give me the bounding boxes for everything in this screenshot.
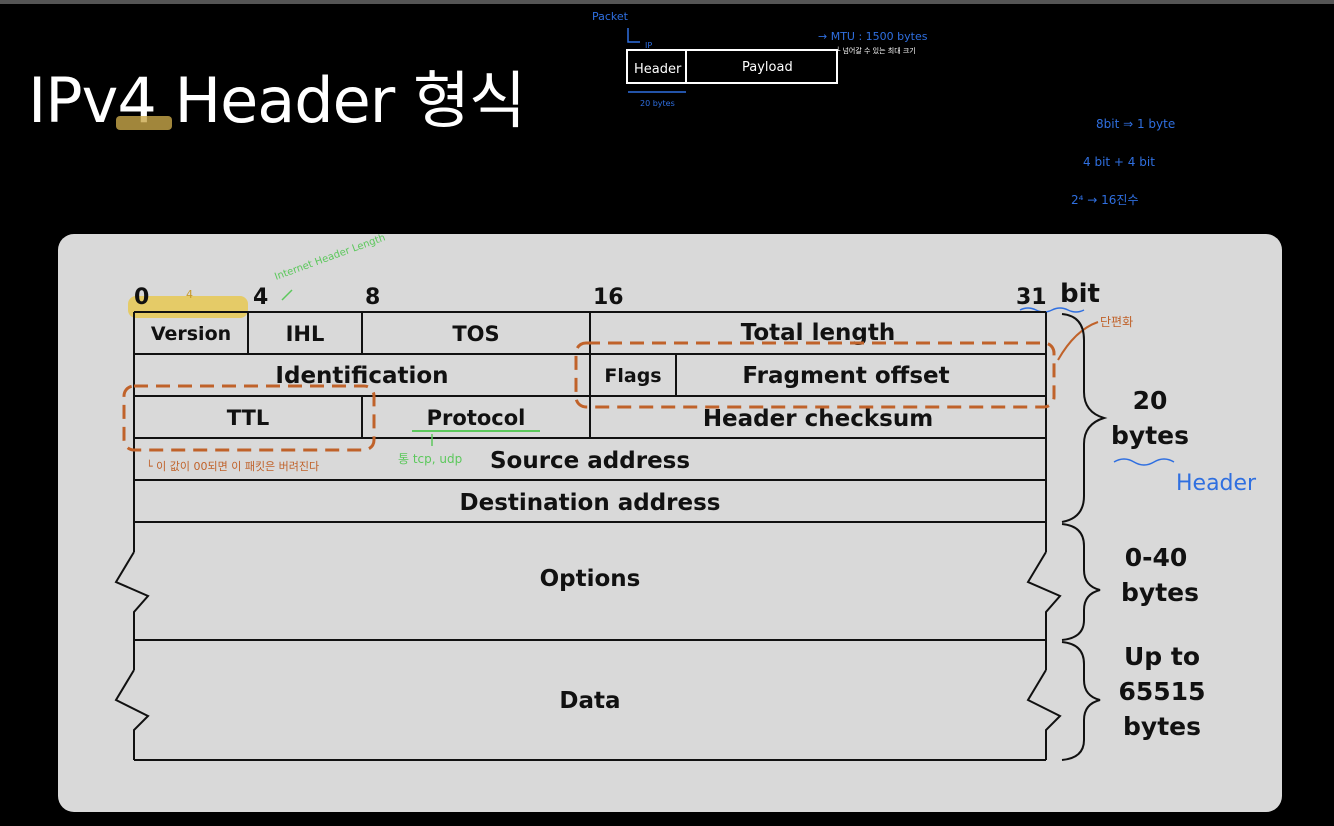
size-braces (1061, 313, 1108, 761)
sketch-header: Header (634, 62, 682, 77)
field-ihl: IHL (286, 322, 325, 346)
ttl-box (122, 384, 376, 452)
field-header-checksum: Header checksum (703, 406, 933, 432)
data-size-l2: 65515 (1119, 677, 1206, 706)
sketch-packet: Packet (592, 10, 629, 23)
bit-tick-0: 0 (134, 285, 149, 310)
header-size-unit: bytes (1111, 421, 1189, 450)
field-flags: Flags (604, 365, 661, 387)
fragment-group-box (574, 341, 1056, 409)
title-text: IPv4 Header 형식 (28, 64, 526, 137)
ihl-note-text: Internet Header Length (273, 232, 387, 282)
bit-tick-16: 16 (593, 285, 624, 310)
data-size-l3: bytes (1123, 712, 1201, 741)
field-data: Data (559, 688, 620, 714)
frag-note: 단편화 (1100, 315, 1133, 329)
sketch-bits2: 4 bit + 4 bit (1083, 155, 1155, 169)
sketch-size: 20 bytes (640, 99, 675, 108)
field-ttl: TTL (227, 406, 270, 430)
sketch-bits1: 8bit ⇒ 1 byte (1096, 117, 1175, 131)
top-border (0, 0, 1334, 4)
field-source-address: Source address (490, 448, 690, 474)
field-options: Options (540, 566, 641, 592)
field-destination-address: Destination address (460, 490, 721, 516)
bit-unit: bit (1060, 279, 1100, 309)
bit-four-note: 4 (186, 288, 193, 301)
field-version: Version (151, 323, 231, 345)
sketch-ip: IP (645, 41, 652, 50)
options-size-num: 0-40 (1125, 543, 1188, 572)
packet-sketch: Packet IP Header Payload 20 bytes → MTU … (592, 10, 1175, 207)
header-size-num: 20 (1133, 386, 1168, 415)
header-note: Header (1176, 471, 1257, 496)
bit-tick-8: 8 (365, 285, 380, 310)
title-highlight (116, 116, 172, 130)
ttl-note: └ 이 값이 00되면 이 패킷은 버려진다 (146, 459, 319, 473)
bit-tick-4: 4 (253, 285, 268, 310)
data-size-l1: Up to (1124, 642, 1200, 671)
sketch-payload: Payload (742, 60, 793, 75)
field-fragment-offset: Fragment offset (742, 363, 949, 389)
bit-tick-31: 31 (1016, 285, 1047, 310)
sketch-mtu: → MTU : 1500 bytes (818, 30, 928, 43)
field-tos: TOS (452, 322, 499, 346)
sketch-mtu-note: └ 넘어갈 수 있는 최대 크기 (836, 46, 916, 55)
protocol-note: 통 tcp, udp (398, 452, 462, 466)
field-protocol: Protocol (427, 406, 526, 430)
sketch-bits3: 2⁴ → 16진수 (1071, 193, 1138, 207)
options-size-unit: bytes (1121, 578, 1199, 607)
page-title: IPv4 Header 형식 (28, 50, 526, 140)
